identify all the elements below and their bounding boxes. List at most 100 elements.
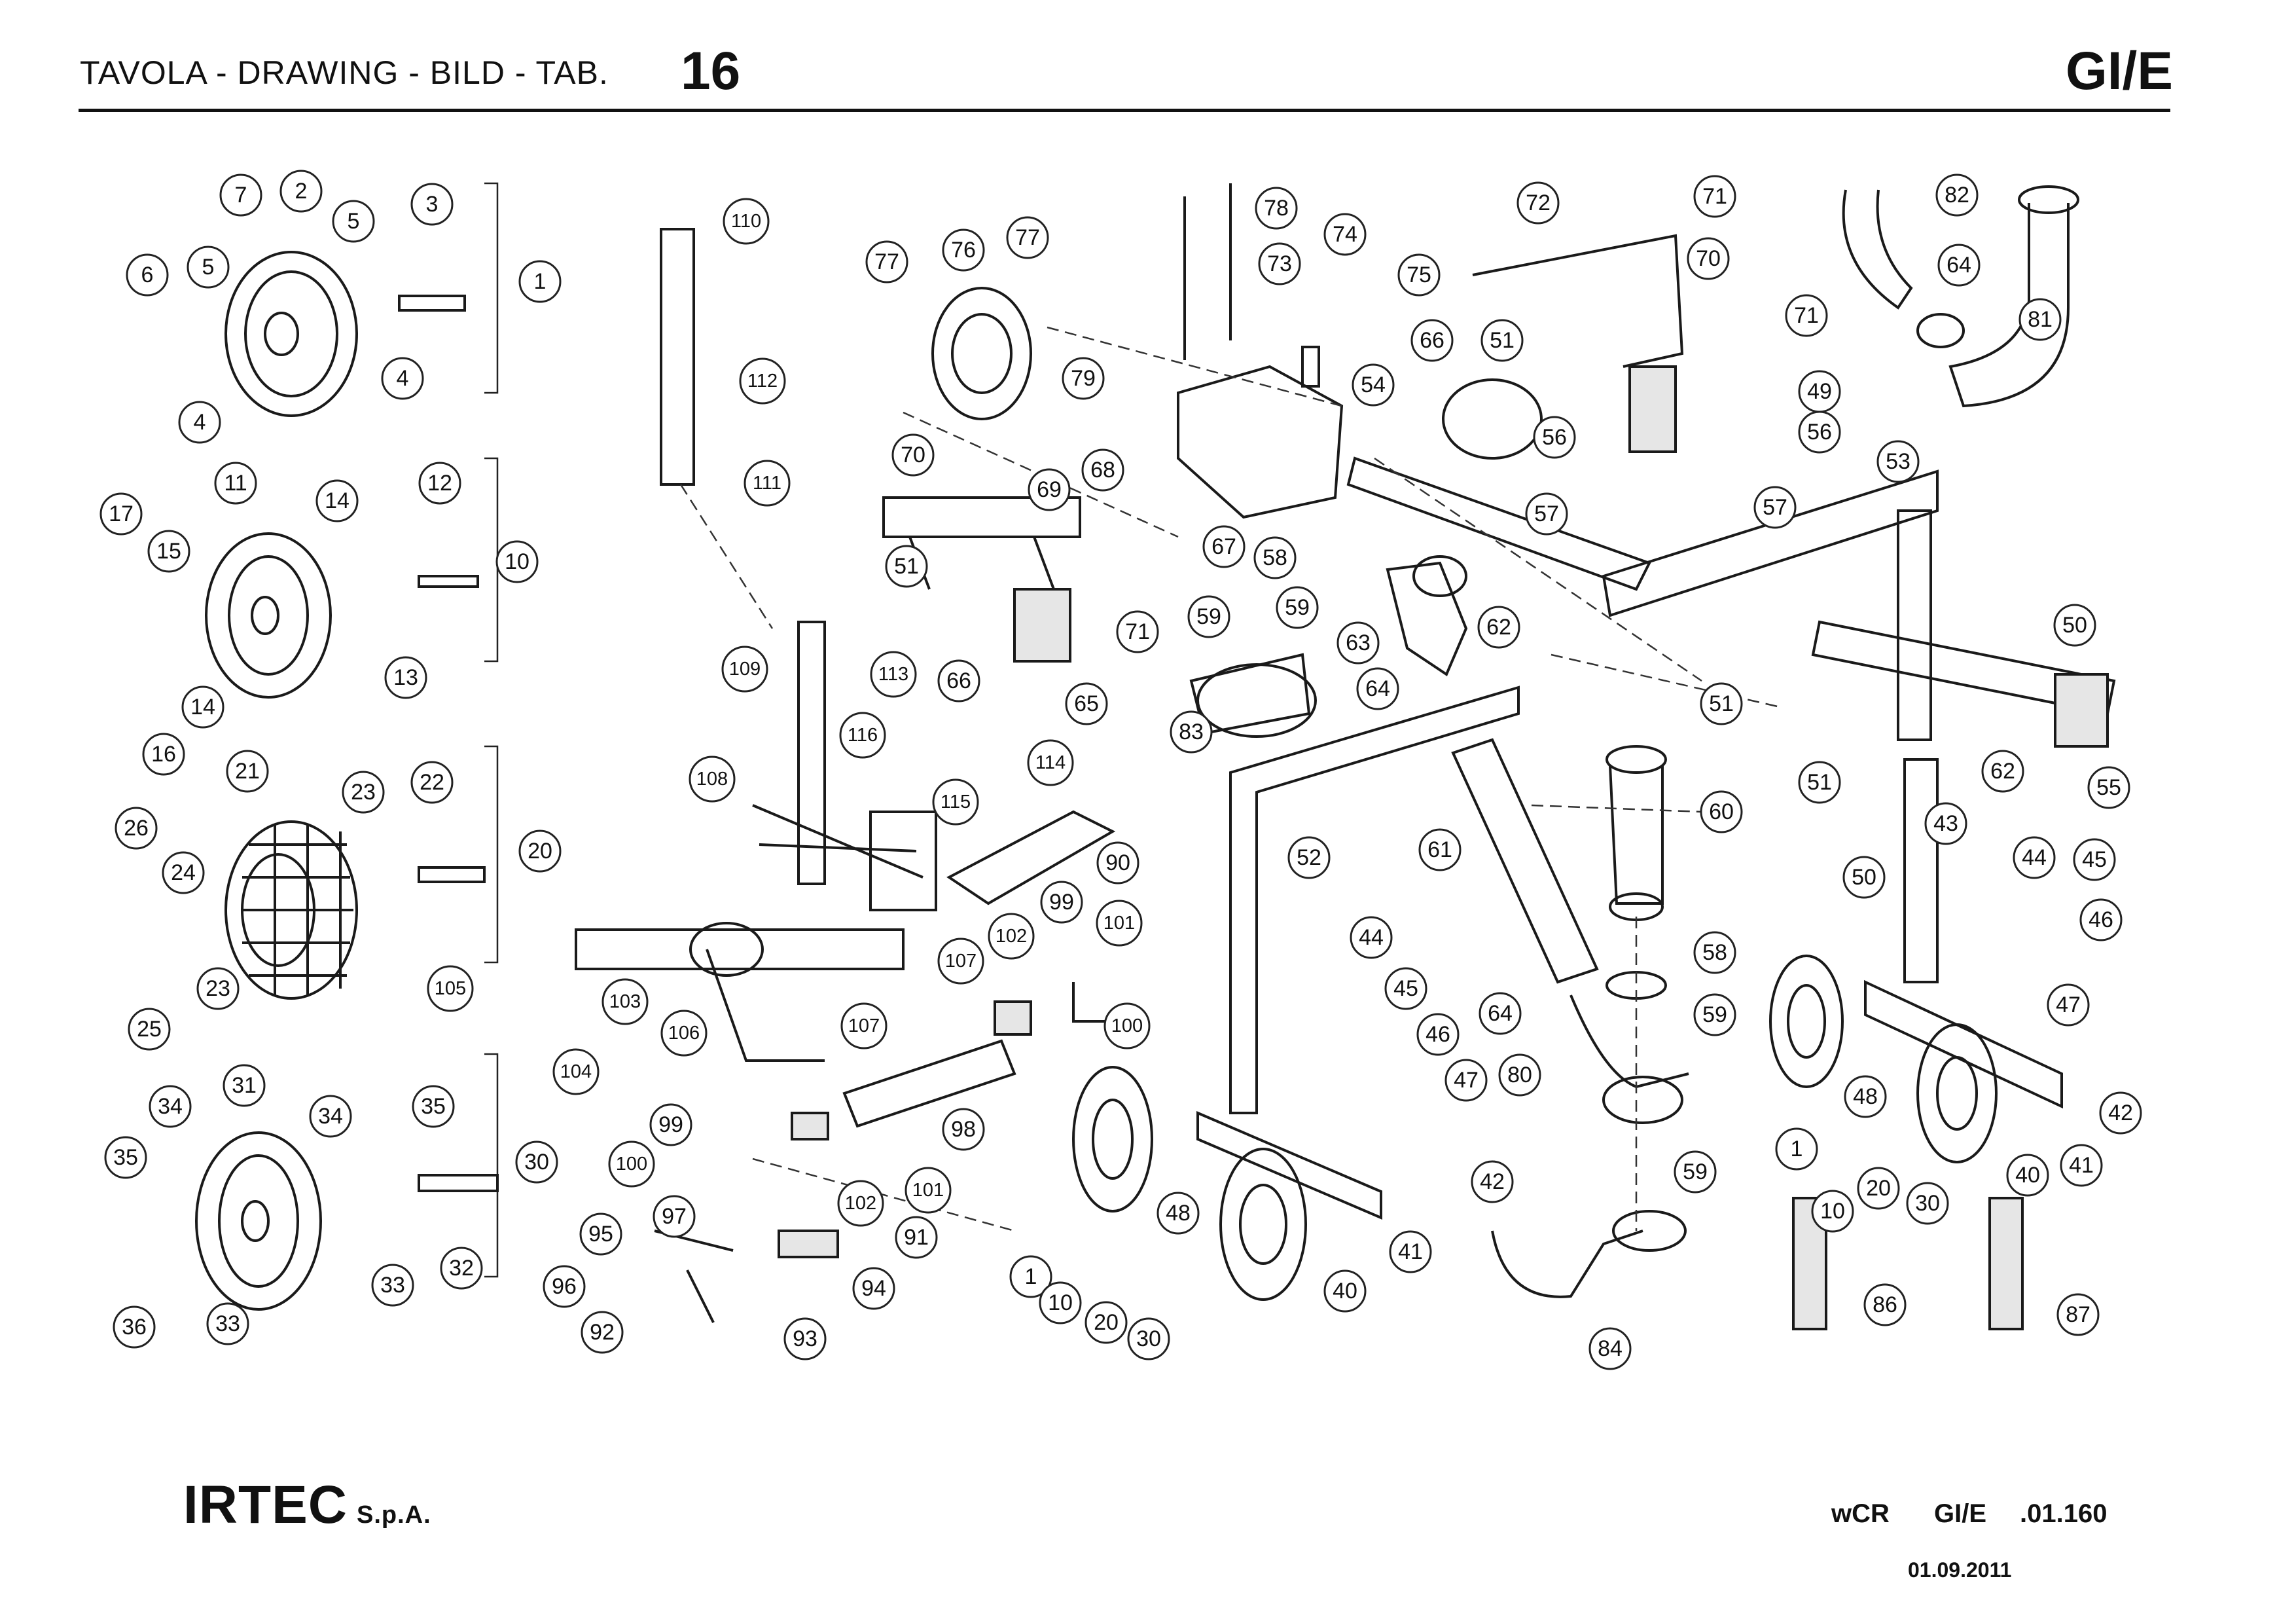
callout-102-2: 102 — [988, 913, 1035, 960]
callout-83: 83 — [1170, 710, 1213, 754]
callout-47-2: 47 — [1444, 1059, 1488, 1102]
svg-text:67: 67 — [1211, 534, 1236, 559]
svg-text:42: 42 — [2108, 1101, 2133, 1125]
callout-100-2: 100 — [1103, 1002, 1151, 1049]
svg-text:46: 46 — [1426, 1022, 1450, 1047]
callout-70-2: 70 — [1687, 237, 1730, 280]
callout-55: 55 — [2087, 766, 2130, 809]
header-rule — [79, 109, 2170, 112]
svg-text:51: 51 — [894, 554, 919, 579]
main-frame — [1196, 685, 2063, 1330]
callout-67: 67 — [1202, 525, 1246, 568]
wheel-parts-left — [195, 251, 499, 1311]
svg-text:48: 48 — [1853, 1084, 1878, 1109]
callout-62-2: 62 — [1981, 750, 2024, 793]
svg-text:91: 91 — [904, 1225, 929, 1250]
svg-text:12: 12 — [427, 471, 452, 496]
callout-114: 114 — [1027, 739, 1074, 786]
callout-45-2: 45 — [1384, 967, 1427, 1010]
svg-text:50: 50 — [1852, 865, 1876, 890]
svg-text:15: 15 — [156, 539, 181, 564]
callout-40-2: 40 — [1323, 1269, 1367, 1313]
callout-82: 82 — [1935, 173, 1979, 217]
callout-93: 93 — [783, 1317, 827, 1360]
callout-51: 51 — [1480, 319, 1524, 362]
svg-text:59: 59 — [1702, 1002, 1727, 1027]
callout-34: 34 — [149, 1085, 192, 1128]
svg-text:64: 64 — [1946, 253, 1971, 278]
svg-text:16: 16 — [151, 742, 176, 767]
svg-text:1: 1 — [1025, 1264, 1037, 1289]
svg-text:56: 56 — [1807, 420, 1832, 445]
callout-51-2: 51 — [885, 545, 928, 588]
svg-text:44: 44 — [2022, 845, 2047, 870]
svg-text:76: 76 — [951, 238, 976, 263]
callout-5-2: 5 — [187, 246, 230, 289]
svg-text:56: 56 — [1542, 425, 1567, 450]
svg-text:101: 101 — [912, 1180, 944, 1201]
callout-64-2: 64 — [1937, 244, 1981, 287]
callout-42: 42 — [2099, 1091, 2142, 1135]
callout-58-2: 58 — [1693, 931, 1736, 974]
svg-text:107: 107 — [945, 951, 977, 972]
callout-107: 107 — [840, 1002, 888, 1049]
callout-72: 72 — [1516, 181, 1560, 225]
callout-49: 49 — [1798, 370, 1841, 413]
callout-2: 2 — [279, 170, 323, 213]
callout-48: 48 — [1844, 1075, 1887, 1118]
svg-text:10: 10 — [1820, 1199, 1845, 1224]
callout-99: 99 — [649, 1103, 692, 1146]
drive-assembly — [575, 228, 1116, 1323]
svg-text:35: 35 — [113, 1145, 138, 1170]
callout-65: 65 — [1065, 682, 1108, 725]
table-number: 16 — [681, 41, 741, 101]
svg-text:83: 83 — [1179, 720, 1204, 744]
svg-text:80: 80 — [1507, 1063, 1532, 1087]
svg-text:66: 66 — [1420, 328, 1444, 353]
svg-text:75: 75 — [1407, 263, 1431, 287]
svg-text:6: 6 — [141, 263, 154, 287]
callout-1-3: 1 — [1009, 1255, 1052, 1298]
callout-21: 21 — [226, 750, 269, 793]
svg-text:104: 104 — [560, 1061, 592, 1082]
callout-113: 113 — [870, 651, 917, 698]
callout-97: 97 — [653, 1195, 696, 1238]
svg-text:23: 23 — [351, 780, 376, 805]
callout-104: 104 — [552, 1048, 600, 1095]
svg-text:51: 51 — [1709, 691, 1734, 716]
callout-4-2: 4 — [381, 357, 424, 400]
callout-20: 20 — [518, 830, 562, 873]
svg-text:115: 115 — [941, 792, 971, 812]
svg-text:33: 33 — [380, 1273, 405, 1298]
svg-text:41: 41 — [1398, 1239, 1423, 1264]
svg-text:65: 65 — [1074, 691, 1099, 716]
callout-30-2: 30 — [1906, 1182, 1949, 1225]
svg-text:61: 61 — [1427, 837, 1452, 862]
callout-36: 36 — [113, 1305, 156, 1349]
callout-35: 35 — [104, 1136, 147, 1179]
callout-74: 74 — [1323, 213, 1367, 256]
callout-100: 100 — [608, 1140, 655, 1188]
svg-text:45: 45 — [1393, 976, 1418, 1001]
svg-text:41: 41 — [2069, 1153, 2094, 1178]
svg-text:110: 110 — [731, 211, 761, 232]
callout-54: 54 — [1352, 363, 1395, 407]
callout-79: 79 — [1062, 357, 1105, 400]
svg-text:102: 102 — [996, 926, 1027, 947]
svg-text:30: 30 — [1136, 1326, 1161, 1351]
callout-62: 62 — [1477, 606, 1520, 649]
svg-text:64: 64 — [1488, 1001, 1513, 1026]
svg-text:113: 113 — [878, 664, 908, 685]
svg-text:2: 2 — [295, 179, 308, 204]
svg-text:62: 62 — [1486, 615, 1511, 640]
callout-103: 103 — [601, 978, 649, 1025]
callout-111: 111 — [744, 460, 791, 507]
callout-71: 71 — [1116, 610, 1159, 653]
callout-42-2: 42 — [1471, 1160, 1514, 1203]
callout-56-2: 56 — [1533, 416, 1576, 459]
callout-47: 47 — [2047, 983, 2090, 1027]
callout-106: 106 — [660, 1010, 708, 1057]
callout-41-2: 41 — [1389, 1230, 1432, 1273]
